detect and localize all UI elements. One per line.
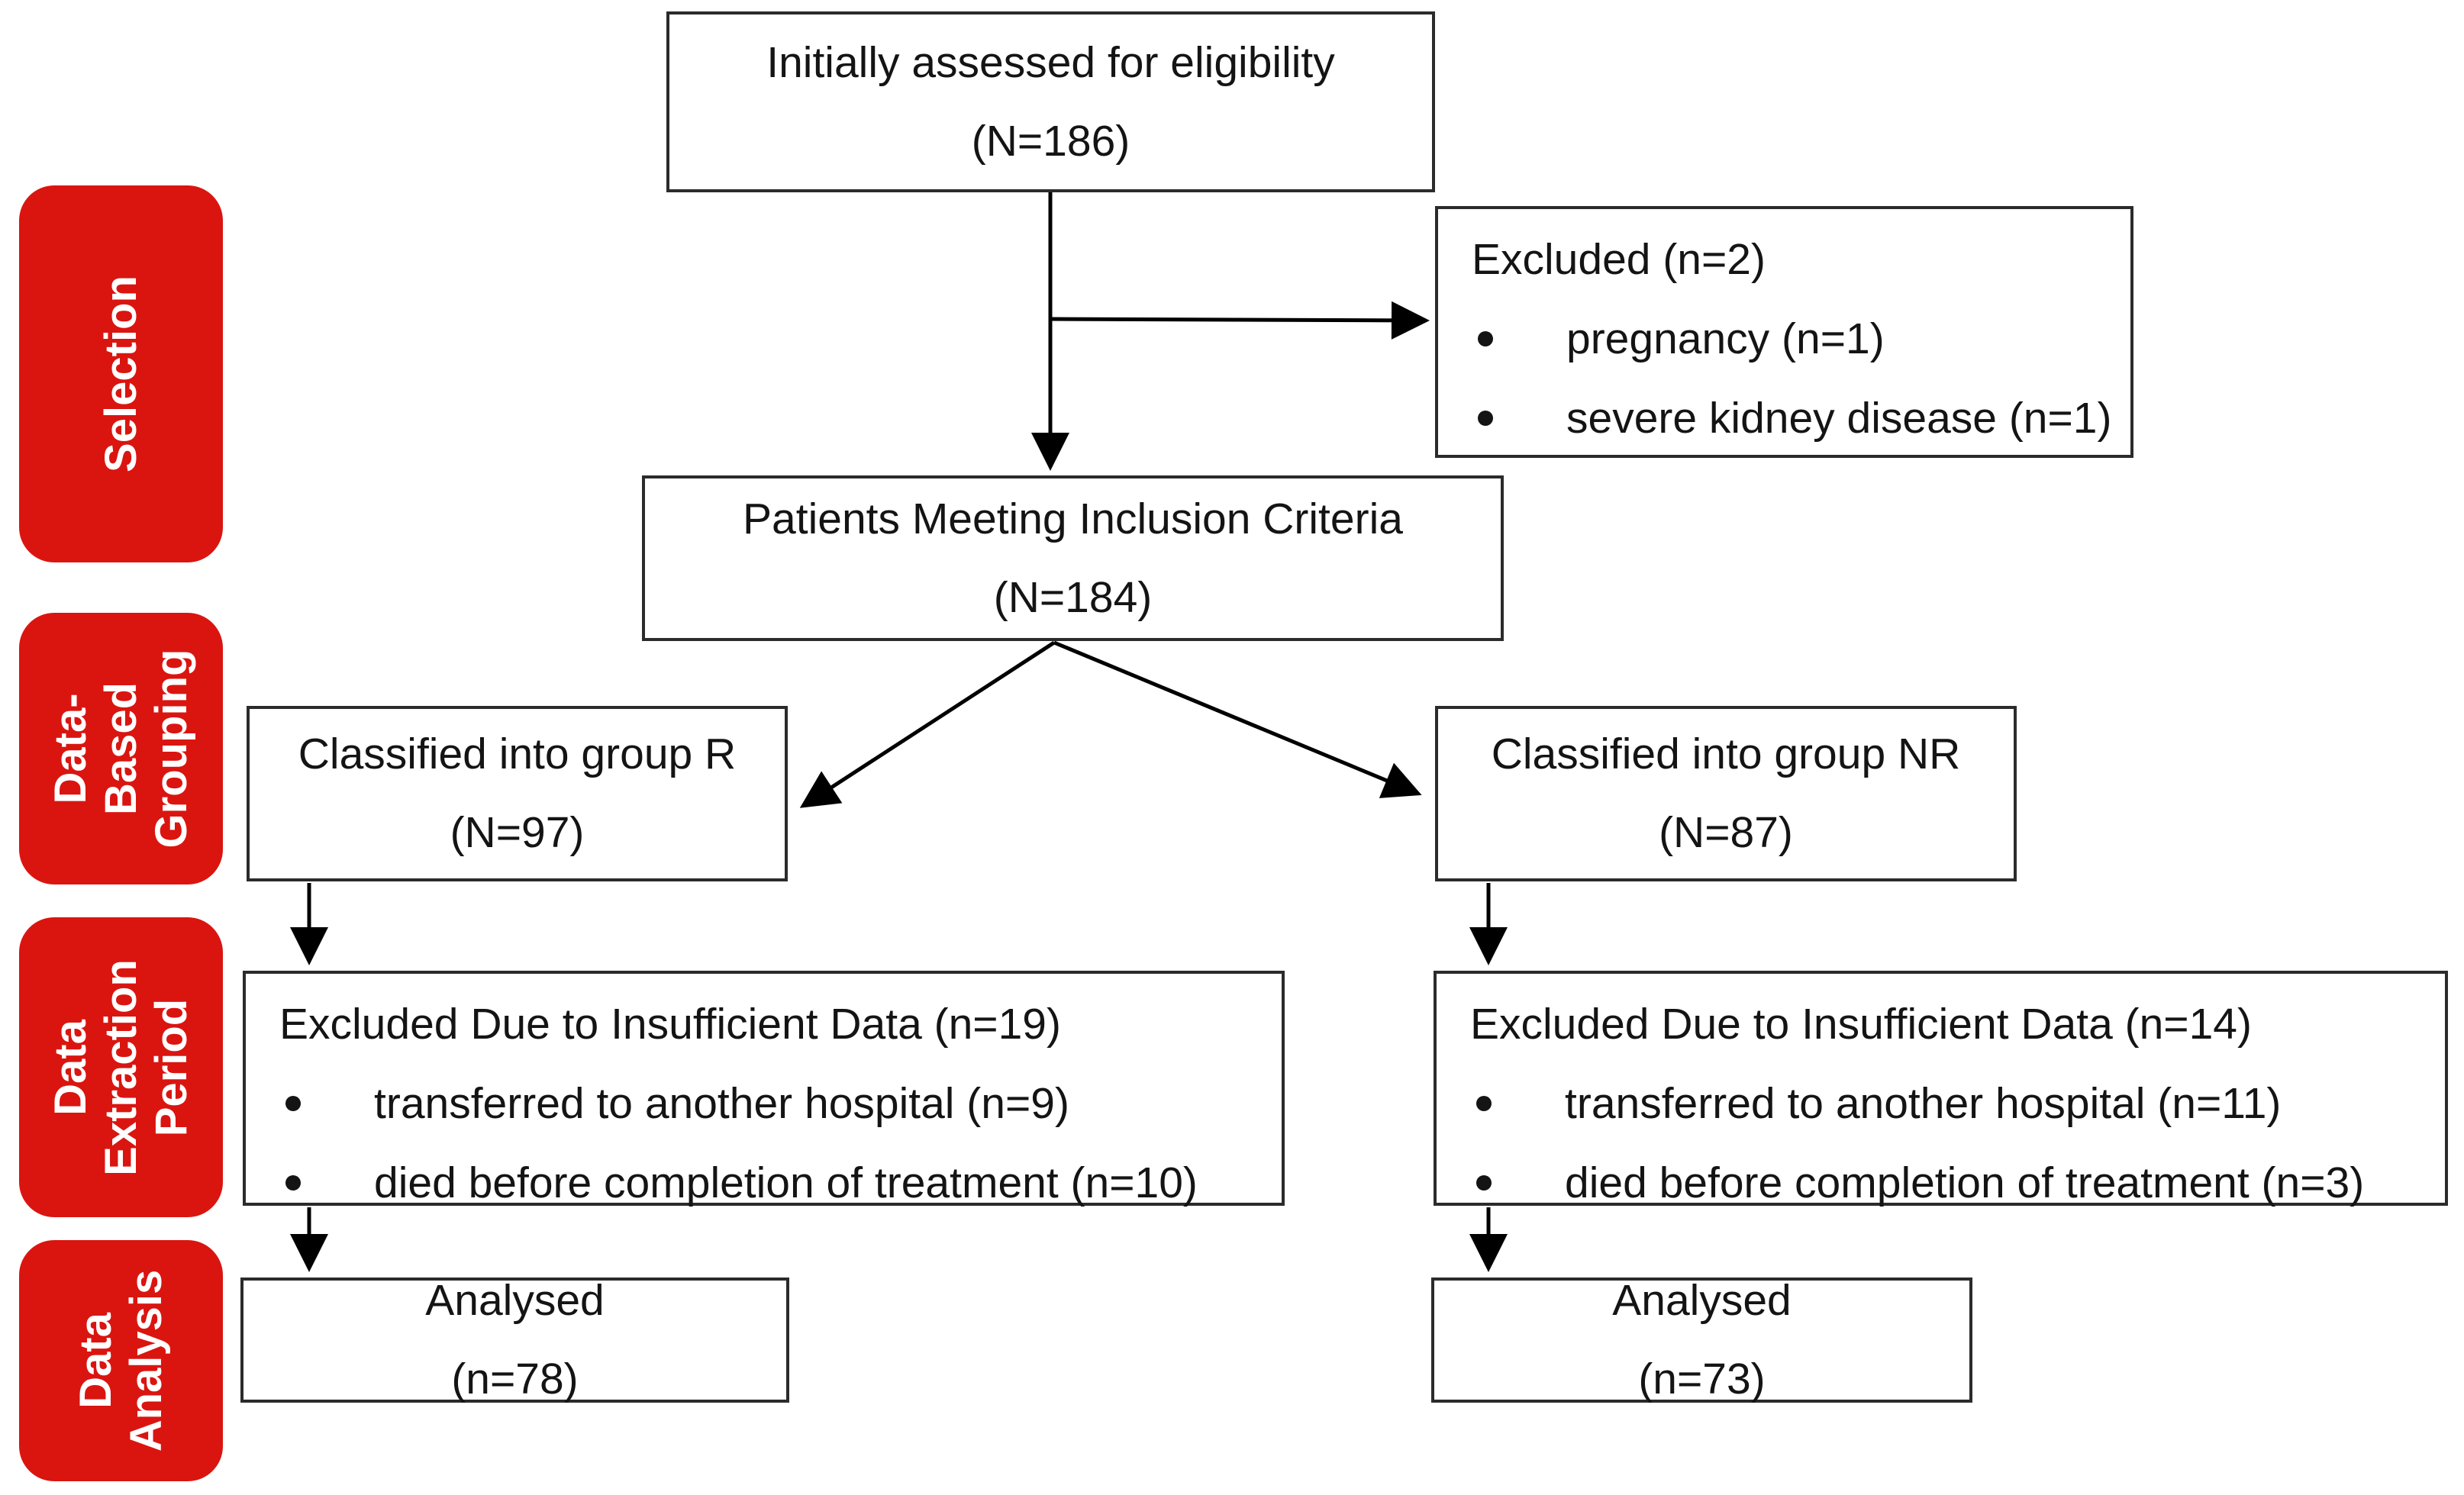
- bullet-text: died before completion of treatment (n=3…: [1565, 1158, 2365, 1207]
- box-inclusion-criteria-text: Patients Meeting Inclusion Criteria: [743, 494, 1403, 543]
- box-group-r: Classified into group R (N=97): [247, 706, 788, 881]
- box-excluded-group-nr-title: Excluded Due to Insufficient Data (n=14): [1470, 1000, 2252, 1049]
- box-group-nr-text: Classified into group NR: [1491, 730, 1961, 778]
- box-group-r-count: (N=97): [450, 808, 585, 857]
- stage-selection-label: Selection: [95, 275, 146, 472]
- box-analysed-r: Analysed (n=78): [240, 1276, 789, 1403]
- box-inclusion-criteria-count: (N=184): [993, 572, 1153, 622]
- bullet-item: transferred to another hospital (n=11): [1437, 1064, 2445, 1143]
- bullet-dot: [285, 1175, 301, 1191]
- box-initially-assessed: Initially assessed for eligibility (N=18…: [666, 11, 1435, 192]
- bullet-item: severe kidney disease (n=1): [1438, 379, 2130, 458]
- bullet-text: transferred to another hospital (n=9): [374, 1079, 1069, 1128]
- bullet-item: died before completion of treatment (n=3…: [1437, 1143, 2445, 1223]
- box-inclusion-criteria: Patients Meeting Inclusion Criteria (N=1…: [642, 475, 1504, 641]
- bullet-dot: [285, 1096, 301, 1111]
- box-initially-assessed-count: (N=186): [971, 116, 1130, 166]
- stage-data-extraction-period: Data Extraction Period: [19, 917, 223, 1217]
- box-excluded-group-r-title: Excluded Due to Insufficient Data (n=19): [279, 1000, 1061, 1049]
- box-initially-assessed-text: Initially assessed for eligibility: [766, 37, 1335, 87]
- stage-data-based-grouping-label: Data- Based Grouping: [45, 649, 196, 849]
- box-analysed-nr-text: Analysed: [1612, 1276, 1792, 1325]
- bullet-text: transferred to another hospital (n=11): [1565, 1079, 2282, 1128]
- bullet-text: pregnancy (n=1): [1566, 314, 1885, 363]
- box-excluded-selection: Excluded (n=2) pregnancy (n=1) severe ki…: [1435, 206, 2133, 458]
- box-group-nr-count: (N=87): [1659, 808, 1793, 857]
- bullet-item: transferred to another hospital (n=9): [246, 1064, 1282, 1143]
- bullet-dot: [1476, 1175, 1492, 1191]
- box-group-r-text: Classified into group R: [298, 730, 737, 778]
- box-analysed-nr: Analysed (n=73): [1431, 1276, 1972, 1403]
- bullet-text: severe kidney disease (n=1): [1566, 394, 2112, 443]
- stage-data-based-grouping: Data- Based Grouping: [19, 613, 223, 884]
- stage-data-analysis: Data Analysis: [19, 1240, 223, 1481]
- stage-selection: Selection: [19, 185, 223, 562]
- bullet-item: died before completion of treatment (n=1…: [246, 1143, 1282, 1223]
- box-analysed-r-count: (n=78): [451, 1355, 579, 1403]
- box-group-nr: Classified into group NR (N=87): [1435, 706, 2017, 881]
- arrow-inclusion-to-group-r: [799, 640, 1056, 808]
- arrow-inclusion-to-group-nr: [1053, 640, 1422, 798]
- box-analysed-nr-count: (n=73): [1638, 1355, 1766, 1403]
- bullet-item: pregnancy (n=1): [1438, 299, 2130, 379]
- box-analysed-r-text: Analysed: [425, 1276, 605, 1325]
- arrow-branch-to-excluded-top: [1050, 301, 1430, 340]
- bullet-text: died before completion of treatment (n=1…: [374, 1158, 1198, 1207]
- box-excluded-group-r: Excluded Due to Insufficient Data (n=19)…: [243, 971, 1285, 1207]
- bullet-dot: [1478, 331, 1493, 346]
- box-excluded-group-nr: Excluded Due to Insufficient Data (n=14)…: [1434, 971, 2448, 1207]
- bullet-dot: [1476, 1096, 1492, 1111]
- box-excluded-selection-title: Excluded (n=2): [1472, 235, 1766, 284]
- stage-data-extraction-period-label: Data Extraction Period: [45, 959, 196, 1176]
- bullet-dot: [1478, 411, 1493, 426]
- stage-data-analysis-label: Data Analysis: [70, 1269, 171, 1452]
